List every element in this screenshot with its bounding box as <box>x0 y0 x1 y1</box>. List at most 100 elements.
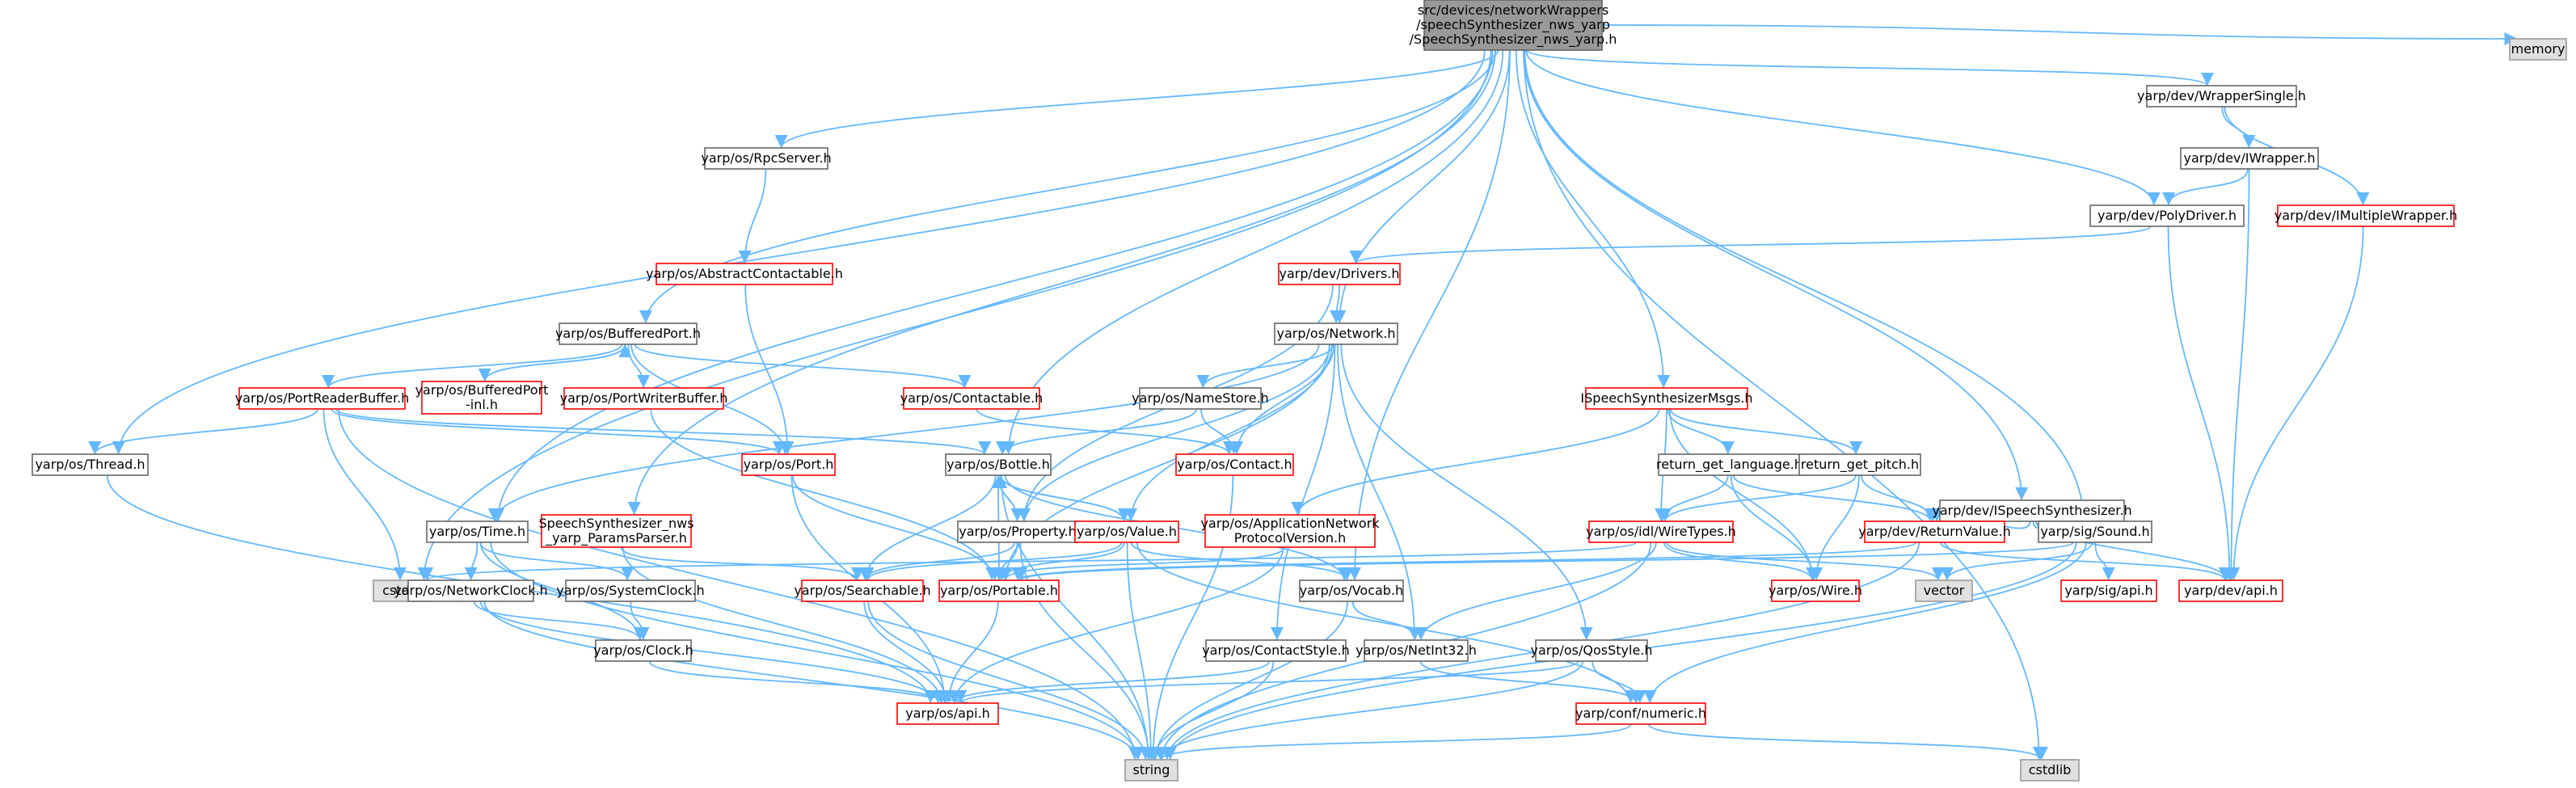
node-box <box>565 579 696 602</box>
node-appnetproto[interactable]: yarp/os/ApplicationNetworkProtocolVersio… <box>1200 514 1380 548</box>
node-box <box>656 263 833 285</box>
node-label: yarp/os/BufferedPort <box>415 382 549 398</box>
node-label: yarp/os/RpcServer.h <box>701 150 831 166</box>
node-ispeechmsgs[interactable]: ISpeechSynthesizerMsgs.h <box>1580 387 1753 410</box>
node-thread[interactable]: yarp/os/Thread.h <box>32 453 149 476</box>
edge-networkclock-to-osapi <box>479 600 945 704</box>
node-label: yarp/os/api.h <box>905 706 990 721</box>
node-label: return_get_pitch.h <box>1801 457 1919 473</box>
edge-time-to-networkclock <box>464 541 479 581</box>
node-box <box>801 579 924 602</box>
node-label: /speechSynthesizer_nws_yarp <box>1416 17 1610 33</box>
node-portwriterbuffer[interactable]: yarp/os/PortWriterBuffer.h <box>560 387 728 410</box>
node-label: ProtocolVersion.h <box>1234 530 1347 546</box>
node-box <box>1798 453 1921 476</box>
node-searchable[interactable]: yarp/os/Searchable.h <box>794 579 931 602</box>
node-label: vector <box>1924 583 1965 598</box>
node-networkclock[interactable]: yarp/os/NetworkClock.h <box>394 579 548 602</box>
node-devapi[interactable]: yarp/dev/api.h <box>2178 579 2283 602</box>
node-bottle[interactable]: yarp/os/Bottle.h <box>945 453 1052 476</box>
node-ispeech[interactable]: yarp/dev/ISpeechSynthesizer.h <box>1932 499 2132 522</box>
edge-wiretypes-to-wire <box>1663 541 1819 581</box>
node-label: yarp/os/Bottle.h <box>947 457 1050 472</box>
node-label: yarp/os/Contact.h <box>1177 457 1292 472</box>
node-sound[interactable]: yarp/sig/Sound.h <box>2038 520 2152 543</box>
node-box <box>741 453 836 476</box>
node-property[interactable]: yarp/os/Property.h <box>957 520 1078 543</box>
node-cstdlib[interactable]: cstdlib <box>2020 759 2080 782</box>
node-drivers[interactable]: yarp/dev/Drivers.h <box>1278 263 1401 285</box>
node-confnumeric[interactable]: yarp/conf/numeric.h <box>1575 702 1706 725</box>
node-box <box>426 520 529 543</box>
node-paramsparser[interactable]: SpeechSynthesizer_nws_yarp_ParamsParser.… <box>538 514 694 548</box>
node-iwrapper[interactable]: yarp/dev/IWrapper.h <box>2180 147 2319 170</box>
node-label: yarp/sig/Sound.h <box>2040 524 2149 539</box>
edge-qosstyle-to-osapi <box>954 660 1579 704</box>
node-vector[interactable]: vector <box>1915 579 1973 602</box>
edge-searchable-to-osapi <box>863 600 953 704</box>
edge-rpcserver-to-abstractcontactable <box>738 168 767 264</box>
node-netint32[interactable]: yarp/os/NetInt32.h <box>1355 639 1477 662</box>
node-portreaderbuffer[interactable]: yarp/os/PortReaderBuffer.h <box>235 387 410 410</box>
node-root[interactable]: src/devices/networkWrappers/speechSynthe… <box>1410 0 1617 51</box>
node-polydriver[interactable]: yarp/dev/PolyDriver.h <box>2089 204 2245 227</box>
edge-network-to-contactstyle <box>1270 343 1336 641</box>
node-rpcserver[interactable]: yarp/os/RpcServer.h <box>701 147 832 170</box>
node-qosstyle[interactable]: yarp/os/QosStyle.h <box>1530 639 1653 662</box>
node-label: yarp/os/AbstractContactable.h <box>646 266 843 281</box>
edge-abstractcontactable-to-port <box>744 284 795 455</box>
edge-appnetproto-to-osapi <box>947 546 1284 704</box>
edge-root-to-bottle <box>1001 49 1504 455</box>
dependency-edges <box>88 24 2518 761</box>
node-box <box>2180 147 2319 170</box>
node-box <box>945 453 1052 476</box>
node-label: cstdlib <box>2029 762 2072 777</box>
edge-network-to-time <box>487 343 1320 522</box>
node-abstractcontactable[interactable]: yarp/os/AbstractContactable.h <box>646 263 843 285</box>
edge-contactstyle-to-string <box>1147 660 1275 761</box>
node-box <box>1535 639 1648 662</box>
node-value[interactable]: yarp/os/Value.h <box>1074 520 1179 543</box>
node-namestore[interactable]: yarp/os/NameStore.h <box>1132 387 1269 410</box>
edge-returnpitch-to-returnvalue <box>1860 474 1940 522</box>
node-vocab[interactable]: yarp/os/Vocab.h <box>1299 579 1404 602</box>
node-contactable[interactable]: yarp/os/Contactable.h <box>900 387 1043 410</box>
node-wiretypes[interactable]: yarp/os/idl/WireTypes.h <box>1586 520 1736 543</box>
node-wire[interactable]: yarp/os/Wire.h <box>1769 579 1862 602</box>
node-clock[interactable]: yarp/os/Clock.h <box>593 639 694 662</box>
node-returnvalue[interactable]: yarp/dev/ReturnValue.h <box>1858 520 2011 543</box>
node-label: yarp/dev/PolyDriver.h <box>2097 208 2237 223</box>
node-time[interactable]: yarp/os/Time.h <box>426 520 529 543</box>
edge-namestore-to-bottle <box>996 408 1197 455</box>
node-portable[interactable]: yarp/os/Portable.h <box>938 579 1060 602</box>
node-systemclock[interactable]: yarp/os/SystemClock.h <box>556 579 705 602</box>
edge-ispeechmsgs-to-returnpitch <box>1669 408 1863 455</box>
node-network[interactable]: yarp/os/Network.h <box>1274 322 1398 345</box>
node-label: yarp/os/Time.h <box>429 524 525 539</box>
node-contact[interactable]: yarp/os/Contact.h <box>1175 453 1294 476</box>
node-osapi[interactable]: yarp/os/api.h <box>896 702 999 725</box>
node-returnpitch[interactable]: return_get_pitch.h <box>1798 453 1921 476</box>
node-port[interactable]: yarp/os/Port.h <box>741 453 836 476</box>
node-box <box>1204 514 1376 548</box>
node-string[interactable]: string <box>1124 759 1178 782</box>
node-imultiple[interactable]: yarp/dev/IMultipleWrapper.h <box>2275 204 2458 227</box>
node-returnlang[interactable]: return_get_language.h <box>1656 453 1802 476</box>
node-label: _yarp_ParamsParser.h <box>545 530 687 546</box>
edge-value-to-vocab <box>1130 541 1354 581</box>
node-box <box>1364 639 1469 662</box>
edge-iwrapper-to-polydriver <box>2161 168 2249 206</box>
node-wrapperSingle[interactable]: yarp/dev/WrapperSingle.h <box>2137 85 2306 107</box>
node-bufferedportinl[interactable]: yarp/os/BufferedPort-inl.h <box>415 381 549 415</box>
edge-paramsparser-to-searchable <box>620 546 864 581</box>
node-contactstyle[interactable]: yarp/os/ContactStyle.h <box>1202 639 1350 662</box>
node-box <box>421 381 542 415</box>
node-box <box>1274 322 1398 345</box>
edge-networkclock-to-string <box>483 600 1145 761</box>
node-box <box>896 702 999 725</box>
node-bufferedport[interactable]: yarp/os/BufferedPort.h <box>555 322 701 345</box>
node-sigapi[interactable]: yarp/sig/api.h <box>2060 579 2157 602</box>
node-memory[interactable]: memory <box>2509 38 2567 61</box>
edge-sound-to-vector <box>1940 541 2093 581</box>
